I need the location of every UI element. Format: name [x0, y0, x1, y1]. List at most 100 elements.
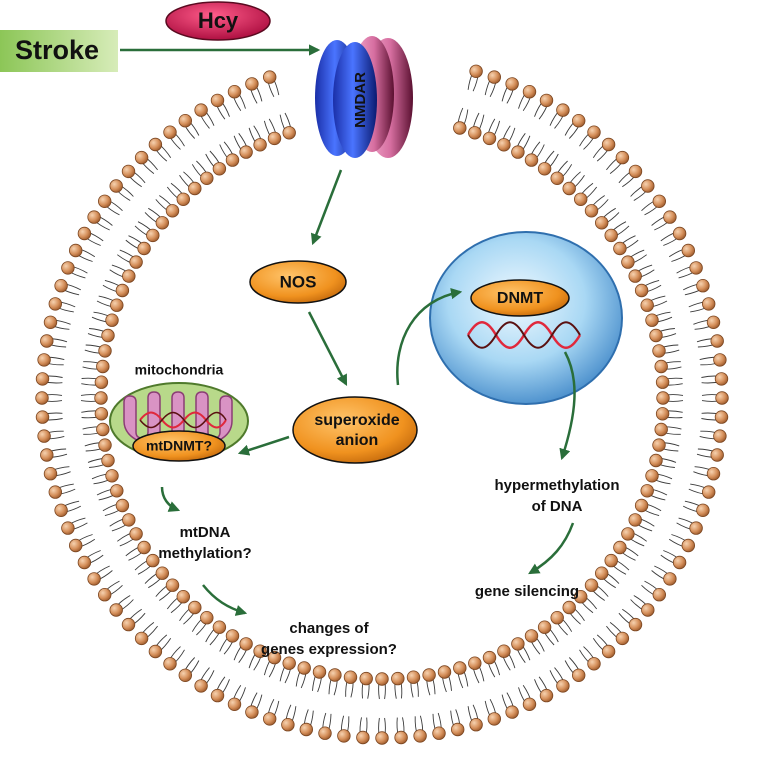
phospholipid-outer [688, 483, 716, 499]
phospholipid-inner [80, 391, 108, 405]
phospholipid-inner [233, 637, 253, 663]
phospholipid-outer [68, 534, 96, 553]
phospholipid-inner [613, 235, 639, 256]
phospholipid-inner [134, 221, 160, 243]
phospholipid-outer [40, 448, 68, 462]
phospholipid-inner [628, 513, 655, 532]
phospholipid-outer [696, 448, 724, 462]
phospholipid-outer [564, 113, 586, 139]
phospholipid-inner [109, 264, 136, 283]
phospholipid-inner [604, 553, 630, 575]
phospholipid-outer [641, 194, 667, 216]
phospholipid-outer [660, 550, 687, 570]
phospholipid-outer [97, 194, 123, 216]
phospholipid-inner [96, 295, 124, 312]
phospholipid-inner [654, 422, 682, 437]
phospholipid-outer [682, 279, 710, 296]
phospholipid-inner [312, 665, 327, 693]
nucleus-ellipse [429, 231, 623, 405]
phospholipid-inner [102, 279, 130, 298]
phospholipid-outer [61, 517, 88, 535]
phospholipid-outer [668, 243, 696, 262]
phospholipid-inner [482, 118, 501, 146]
phospholipid-inner [84, 438, 112, 452]
phospholipid-inner [91, 311, 119, 327]
phospholipid-inner [205, 150, 227, 176]
phospholipid-inner [233, 133, 253, 159]
hcy-node: Hcy [165, 1, 271, 41]
phospholipid-outer [356, 717, 370, 745]
phospholipid-outer [87, 565, 113, 586]
phospholipid-outer [618, 164, 643, 188]
phospholipid-inner [654, 359, 682, 374]
nmdar-label: NMDAR [352, 72, 369, 128]
phospholipid-inner [263, 118, 282, 146]
phospholipid-inner [649, 453, 677, 468]
nos-label: NOS [280, 272, 317, 291]
phospholipid-inner [125, 540, 151, 561]
stroke-box [0, 30, 118, 72]
phospholipid-outer [660, 226, 687, 246]
phospholipid-inner [82, 359, 110, 374]
phospholipid-inner [621, 249, 647, 269]
phospholipid-outer [35, 391, 63, 405]
phospholipid-outer [227, 84, 246, 112]
phospholipid-inner [634, 498, 662, 517]
phospholipid-outer [592, 137, 616, 162]
phospholipid-inner [375, 672, 389, 700]
hypermethylation-line1: hypermethylation [494, 477, 619, 494]
phospholipid-outer [688, 297, 716, 313]
phospholipid-outer [668, 534, 696, 553]
phospholipid-outer [579, 125, 601, 150]
phospholipid-outer [484, 70, 502, 98]
phospholipid-outer [676, 261, 703, 279]
phospholipid-outer [501, 77, 519, 104]
phospholipid-outer [699, 429, 727, 443]
phospholipid-inner [166, 182, 191, 207]
phospholipid-inner [649, 328, 677, 343]
phospholipid-outer [618, 608, 643, 632]
phospholipid-outer [37, 429, 65, 443]
phospholipid-outer [263, 70, 280, 98]
phospholipid-outer [467, 704, 483, 732]
phospholipid-outer [693, 466, 721, 481]
phospholipid-outer [299, 709, 314, 737]
arrow-nmdar-to-nos [310, 169, 343, 246]
phospholipid-outer [148, 137, 172, 162]
phospholipid-inner [82, 422, 110, 437]
phospholipid-inner [453, 661, 469, 689]
phospholipid-outer [701, 391, 729, 405]
pathway-arrows [120, 44, 576, 616]
phospholipid-outer [651, 565, 677, 586]
phospholipid-inner [595, 566, 620, 589]
phospholipid-inner [295, 661, 311, 689]
phospholipid-outer [699, 353, 727, 367]
phospholipid-inner [343, 670, 358, 698]
nmdar-receptor: NMDAR [315, 36, 413, 158]
mtdna-methylation-line2: methylation? [158, 545, 251, 562]
phospholipid-inner [84, 344, 112, 358]
phospholipid-outer [630, 179, 655, 201]
superoxide-ellipse [292, 396, 418, 464]
phospholipid-inner [468, 112, 485, 140]
phospholipid-inner [437, 665, 452, 693]
phospholipid-outer [134, 622, 158, 646]
phospholipid-inner [81, 407, 109, 421]
phospholipid-inner [595, 207, 620, 230]
phospholipid-outer [77, 550, 104, 570]
phospholipid-outer [606, 150, 630, 174]
phospholipid-inner [117, 249, 143, 269]
phospholipid-outer [693, 315, 721, 330]
mitochondrial-dna-helix [139, 411, 227, 429]
phospholipid-inner [205, 620, 227, 646]
phospholipid-outer [432, 712, 446, 740]
phospholipid-inner [550, 160, 573, 186]
phospholipid-inner [645, 311, 673, 327]
superoxide-label-line2: anion [336, 432, 379, 449]
nucleus: DNMT [429, 231, 623, 405]
phospholipid-inner [406, 670, 421, 698]
phospholipid-inner [279, 112, 296, 140]
phospholipid-inner [621, 527, 647, 547]
phospholipid-outer [163, 125, 185, 150]
